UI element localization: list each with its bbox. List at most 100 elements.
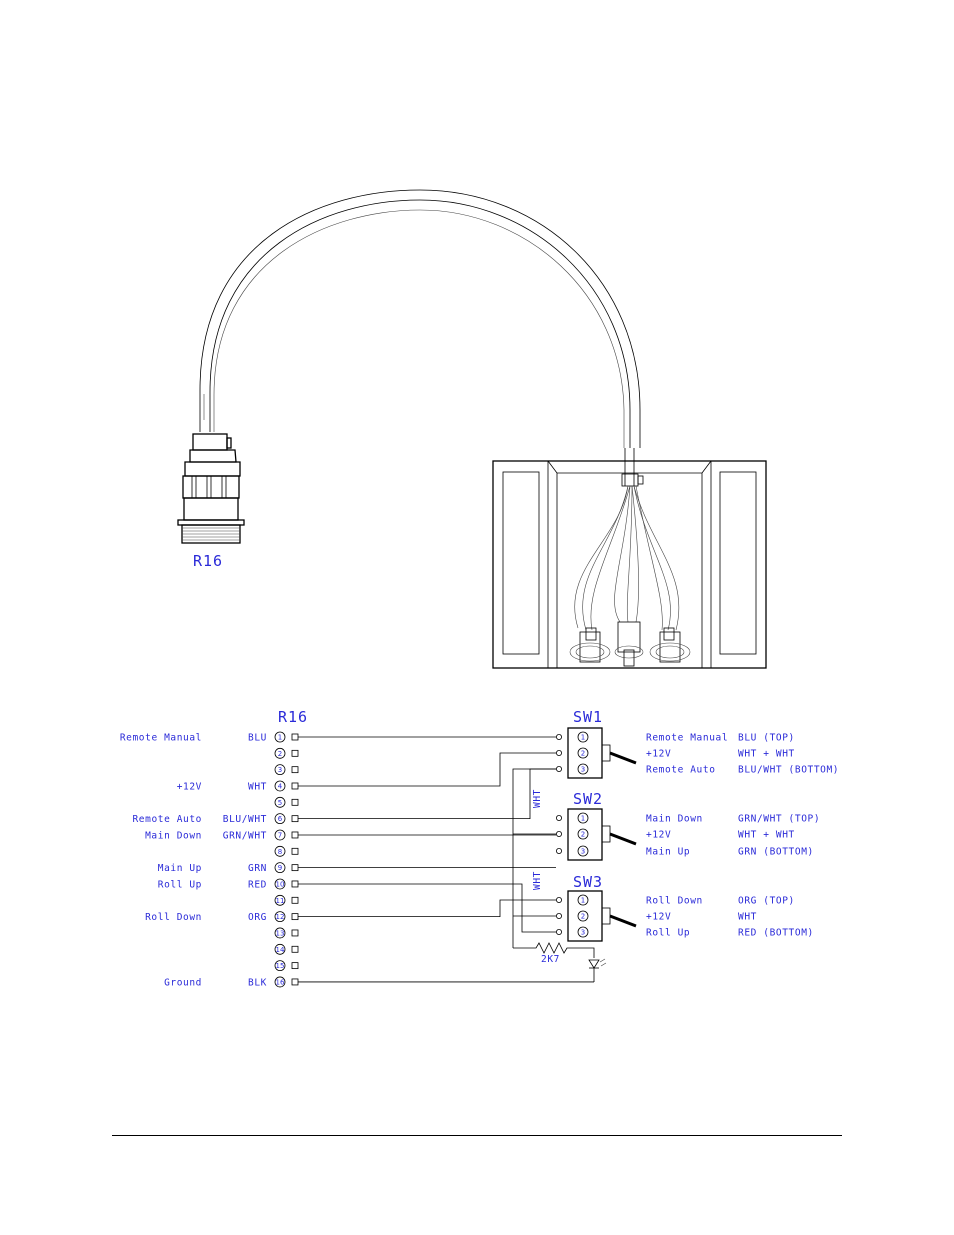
pin-terminal [291, 978, 299, 986]
pin-row-11: 11 [274, 894, 299, 906]
pin-function-label: Roll Up [158, 879, 202, 890]
switch-wire-label: WHT + WHT [738, 749, 795, 760]
switch-function-label: +12V [646, 912, 671, 923]
switch-terminal-number: 3 [581, 848, 585, 856]
pin-row-10: Roll Up RED 10 [158, 878, 299, 890]
pin-number-circle [274, 878, 286, 890]
switch-lever-base [601, 825, 611, 843]
pin-number: 2 [278, 750, 282, 758]
switch-terminal-circle [577, 747, 589, 759]
pin-function-label: Roll Down [145, 912, 202, 923]
switch-function-label: Roll Down [646, 896, 703, 907]
switch-lever [609, 751, 637, 765]
switch-wire-label: ORG (TOP) [738, 896, 795, 907]
switch-terminal-circle [577, 828, 589, 840]
pin-number-circle [274, 813, 286, 825]
switch-terminal-number: 1 [581, 897, 585, 905]
switch-terminal-number: 3 [581, 929, 585, 937]
switch-lever [609, 832, 637, 846]
pin-row-8: 8 [274, 845, 299, 857]
pin-number-circle [274, 796, 286, 808]
pin-function-label: Remote Manual [120, 733, 202, 744]
switch-box [492, 448, 767, 669]
switch-junction [556, 929, 563, 936]
switch-function-label: Roll Up [646, 928, 690, 939]
pin-row-13: 13 [274, 927, 299, 939]
switch-terminal-circle [577, 926, 589, 938]
pin-number-circle [274, 862, 286, 874]
cable [199, 189, 641, 448]
pin-terminal [291, 880, 299, 888]
resistor-label: 2K7 [541, 954, 560, 965]
pin-terminal [291, 815, 299, 823]
pin-terminal [291, 733, 299, 741]
resistor-2k7 [513, 942, 595, 958]
bus-label-2: WHT [532, 871, 543, 890]
switch-terminal-number: 2 [581, 750, 585, 758]
switch-junction [556, 897, 563, 904]
switch-function-label: Remote Manual [646, 733, 728, 744]
pin-number: 8 [278, 848, 282, 856]
pin-function-label: Ground [164, 977, 202, 988]
pin-row-5: 5 [274, 796, 299, 808]
pin-number-circle [274, 747, 286, 759]
connector-label: R16 [193, 552, 223, 570]
pin-terminal [291, 945, 299, 953]
switch-wire-label: GRN (BOTTOM) [738, 847, 814, 858]
wire-wht-bus [512, 768, 556, 948]
switch-wire-label: WHT [738, 912, 757, 923]
pin-row-2: 2 [274, 747, 299, 759]
pin-number: 15 [276, 962, 285, 970]
switch-wire-label: RED (BOTTOM) [738, 928, 814, 939]
pin-number: 13 [276, 929, 285, 937]
switch-function-label: Main Up [646, 847, 690, 858]
switch-wire-label: BLU/WHT (BOTTOM) [738, 765, 839, 776]
switch-terminal-number: 1 [581, 734, 585, 742]
bus-label-1: WHT [532, 789, 543, 808]
schematic-connector-title: R16 [278, 708, 308, 726]
pin-row-3: 3 [274, 764, 299, 776]
switch-title: SW1 [573, 708, 603, 726]
pin-number: 7 [278, 831, 282, 839]
switch-terminal-circle [577, 845, 589, 857]
switch-function-label: +12V [646, 749, 671, 760]
pin-number-circle [274, 911, 286, 923]
pin-function-label: Remote Auto [132, 814, 202, 825]
pin-row-16: Ground BLK 16 [164, 976, 299, 988]
pin-function-label: Main Up [158, 863, 202, 874]
pin-wire-color: RED [248, 879, 267, 890]
pin-terminal [291, 929, 299, 937]
wire-pin6-sw1-3 [298, 768, 556, 820]
switch-function-label: +12V [646, 830, 671, 841]
pin-number: 16 [276, 978, 285, 986]
pin-wire-color: GRN [248, 863, 267, 874]
switch-junction [556, 815, 563, 822]
switch-junction [556, 766, 563, 773]
pin-terminal [291, 864, 299, 872]
pin-number: 10 [276, 880, 285, 888]
pin-terminal [291, 831, 299, 839]
schematic-wires [298, 736, 595, 983]
switch-terminal-circle [577, 763, 589, 775]
switch-terminal-circle [577, 812, 589, 824]
switch-lever-base [601, 907, 611, 925]
switch-junction [556, 831, 563, 838]
pin-terminal [291, 782, 299, 790]
pin-number-circle [274, 976, 286, 988]
pin-wire-color: BLU/WHT [223, 814, 267, 825]
pin-row-15: 15 [274, 960, 299, 972]
pin-terminal [291, 962, 299, 970]
footer-rule [112, 1135, 842, 1136]
pin-number: 5 [278, 799, 282, 807]
switch-title: SW2 [573, 790, 603, 808]
wire-pin4-sw1-2 [298, 752, 556, 787]
pin-wire-color: BLK [248, 977, 267, 988]
